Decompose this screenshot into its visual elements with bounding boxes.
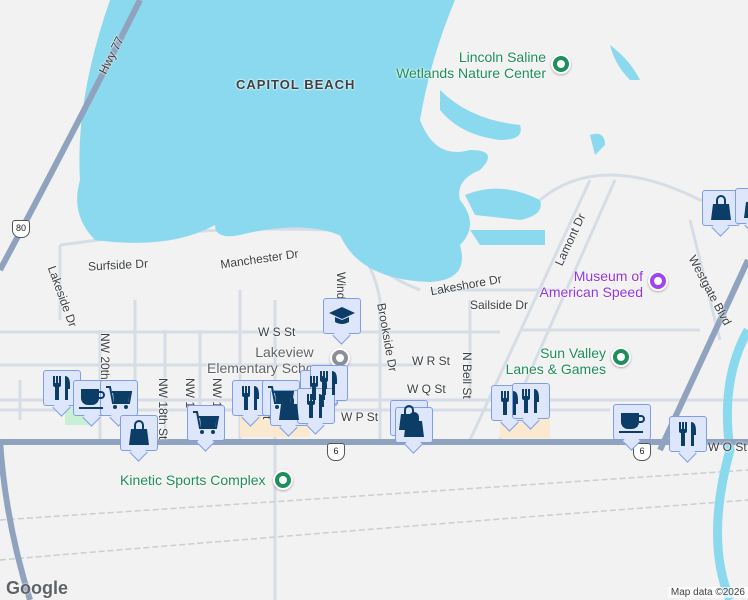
us-route-shield: 6 [327,443,345,461]
restaurant-icon [320,371,337,395]
cafe-icon [619,413,645,433]
capitol-beach-lake [77,0,488,282]
restaurant-icon [679,422,696,446]
marker-grocery[interactable] [100,380,138,416]
shopping-icon [279,395,299,420]
poi-label-kinetic[interactable]: Kinetic Sports Complex [120,472,266,488]
road-label-nw18: NW 18th St [156,378,170,440]
marker-shopping[interactable] [395,407,433,443]
marker-restaurant[interactable] [297,388,335,424]
marker-restaurant[interactable] [669,416,707,452]
road-label-nbell: N Bell St [460,352,474,399]
road-label-windy: Wind [334,272,348,300]
poi-label-wetlands[interactable]: Lincoln Saline Wetlands Nature Center [396,49,546,81]
marker-shopping[interactable] [702,190,740,226]
road-label-wr: W R St [412,354,450,368]
marker-cafe[interactable] [613,404,651,440]
river [713,327,748,600]
us-route-shield: 6 [633,443,651,461]
road-label-nw1b: NW 1 [210,378,224,408]
school-icon[interactable] [330,348,350,368]
marker-shopping[interactable] [120,415,158,451]
map-credit: Map data ©2026 [667,587,748,598]
tree-icon[interactable] [551,54,571,74]
shopping-icon [711,195,731,220]
road-label-sailside: Sailside Dr [470,298,529,312]
marker-grocery[interactable] [187,405,225,441]
museum-icon[interactable] [648,271,668,291]
road-label-ws: W S St [258,325,296,339]
poi-label-museum[interactable]: Museum of American Speed [539,268,643,300]
road-label-wo: W O St [708,440,747,454]
shopping-icon [744,202,748,218]
marina [440,45,640,245]
marker-cafe[interactable] [73,380,111,416]
interstate-shield: 80 [12,220,30,238]
restaurant-icon [522,389,539,413]
road-label-wq: W Q St [407,382,446,396]
restaurant-icon [242,386,259,410]
restaurant-icon [501,391,518,415]
pin-icon[interactable] [273,470,293,490]
restaurant-icon [307,394,324,418]
pin-icon[interactable] [611,347,631,367]
area-label-capitol-beach: CAPITOL BEACH [236,77,356,92]
road-label-nw1a: NW 1 [183,378,197,408]
marker-school[interactable] [323,298,361,334]
grocery-icon [106,386,133,409]
shopping-icon [404,412,424,437]
google-logo: Google [6,578,68,598]
road-label-wp: W P St [341,410,379,424]
school-icon [329,307,355,324]
poi-label-lakeview[interactable]: Lakeview Elementary Scho [207,344,314,376]
cafe-icon [79,389,105,409]
marker-shopping[interactable] [735,188,748,224]
grocery-icon [193,411,220,434]
marker-restaurant[interactable] [512,383,550,419]
poi-label-sun-valley[interactable]: Sun Valley Lanes & Games [505,345,606,377]
shopping-icon [129,420,149,445]
restaurant-icon [53,376,70,400]
